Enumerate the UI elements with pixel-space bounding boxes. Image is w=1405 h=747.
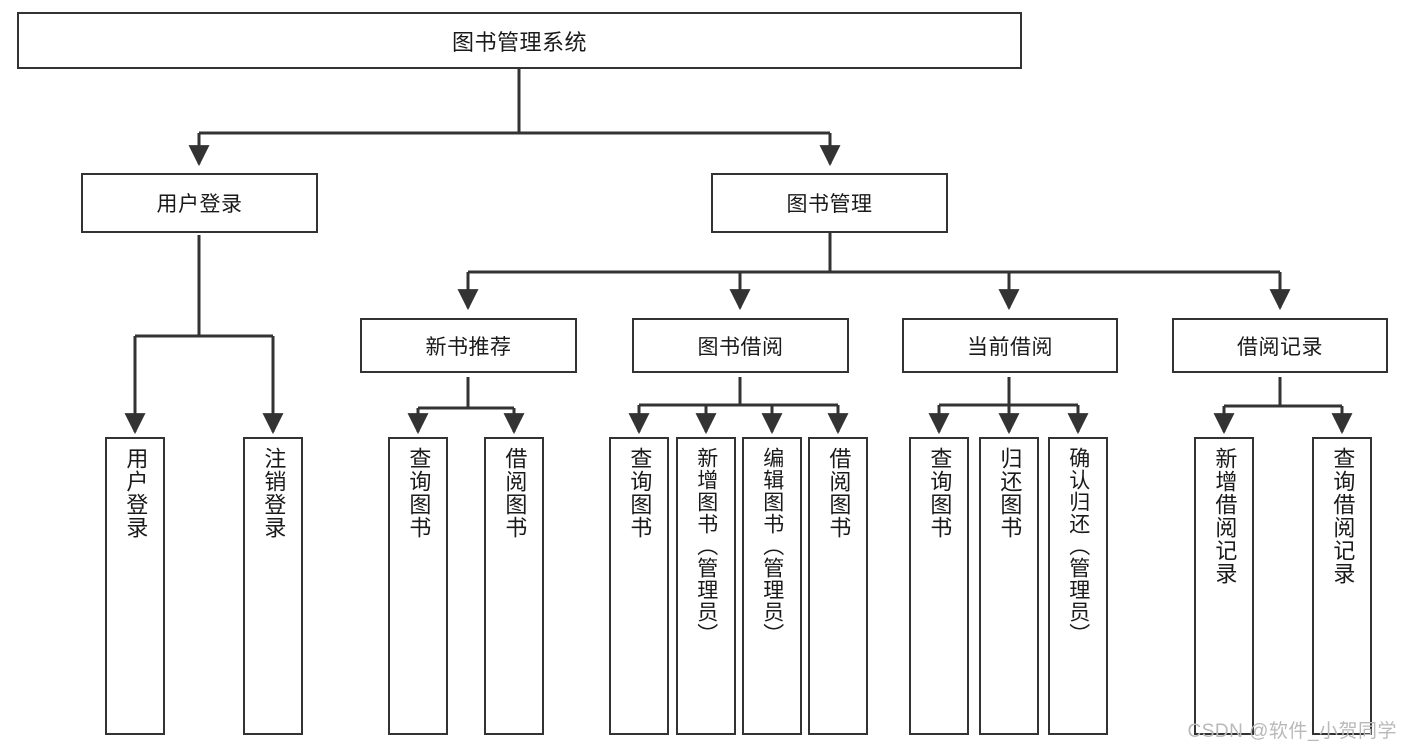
leaf-current-borrow-2[interactable]: 归还图书 (979, 437, 1039, 735)
leaf-book-borrow-1[interactable]: 查询图书 (609, 437, 669, 735)
leaf-book-borrow-1-label: 查询图书 (627, 447, 653, 539)
leaf-new-book-2[interactable]: 借阅图书 (484, 437, 544, 735)
leaf-user-login-1-label: 用户登录 (123, 447, 149, 539)
node-user-login[interactable]: 用户登录 (81, 173, 318, 233)
leaf-user-login-2-label: 注销登录 (261, 447, 287, 539)
leaf-new-book-1-label: 查询图书 (406, 447, 432, 539)
leaf-new-book-2-label: 借阅图书 (502, 447, 528, 539)
node-borrow-record[interactable]: 借阅记录 (1172, 318, 1388, 373)
node-user-login-label: 用户登录 (156, 193, 243, 216)
leaf-current-borrow-1-label: 查询图书 (927, 447, 953, 539)
node-borrow-record-label: 借阅记录 (1237, 335, 1323, 359)
leaf-user-login-2[interactable]: 注销登录 (243, 437, 303, 735)
leaf-borrow-record-2-label: 查询借阅记录 (1330, 447, 1356, 585)
leaf-current-borrow-2-label: 归还图书 (997, 447, 1023, 539)
leaf-book-borrow-4-label: 借阅图书 (826, 447, 852, 539)
node-book-manage[interactable]: 图书管理 (711, 173, 948, 233)
node-book-borrow-label: 图书借阅 (697, 335, 784, 359)
leaf-book-borrow-2[interactable]: 新增图书（管理员） (676, 437, 736, 735)
node-book-borrow[interactable]: 图书借阅 (632, 318, 849, 373)
leaf-book-borrow-3-label: 编辑图书（管理员） (760, 447, 784, 645)
node-root-label: 图书管理系统 (451, 29, 587, 55)
leaf-current-borrow-3[interactable]: 确认归还（管理员） (1048, 437, 1108, 735)
leaf-current-borrow-1[interactable]: 查询图书 (909, 437, 969, 735)
node-new-book-recommend-label: 新书推荐 (425, 335, 512, 359)
leaf-borrow-record-1[interactable]: 新增借阅记录 (1194, 437, 1254, 735)
leaf-borrow-record-2[interactable]: 查询借阅记录 (1312, 437, 1372, 735)
leaf-book-borrow-3[interactable]: 编辑图书（管理员） (742, 437, 802, 735)
leaf-book-borrow-2-label: 新增图书（管理员） (694, 447, 718, 645)
node-current-borrow[interactable]: 当前借阅 (902, 318, 1118, 373)
node-new-book-recommend[interactable]: 新书推荐 (360, 318, 577, 373)
leaf-new-book-1[interactable]: 查询图书 (388, 437, 448, 735)
node-current-borrow-label: 当前借阅 (967, 335, 1053, 359)
leaf-book-borrow-4[interactable]: 借阅图书 (808, 437, 868, 735)
node-root[interactable]: 图书管理系统 (17, 12, 1022, 69)
leaf-current-borrow-3-label: 确认归还（管理员） (1066, 447, 1090, 645)
leaf-user-login-1[interactable]: 用户登录 (105, 437, 165, 735)
node-book-manage-label: 图书管理 (786, 193, 873, 216)
leaf-borrow-record-1-label: 新增借阅记录 (1212, 447, 1238, 585)
